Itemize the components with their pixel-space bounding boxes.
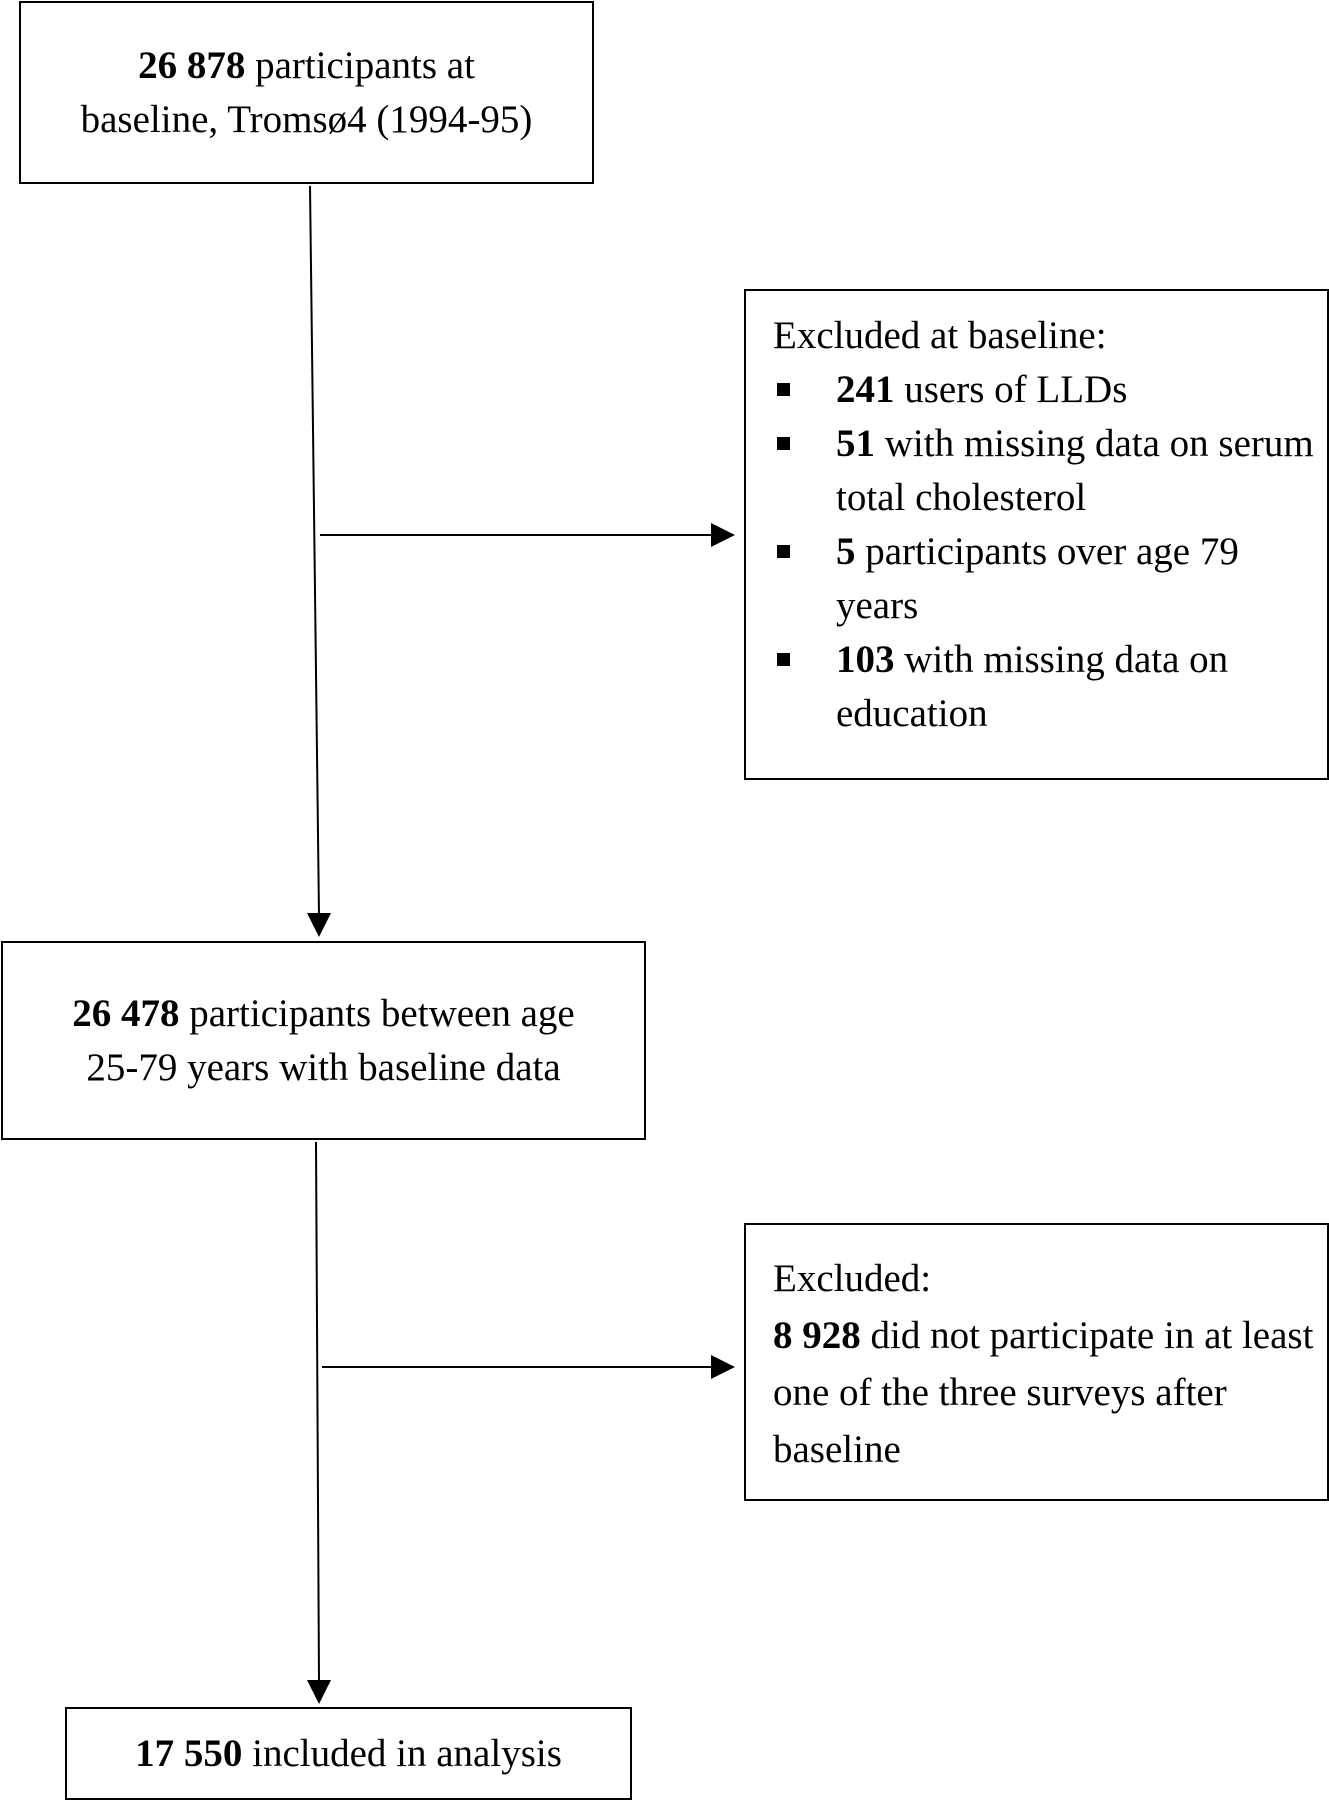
excluded-item-education: 103 with missing data on education xyxy=(773,633,1327,741)
arrow-eligible-to-included xyxy=(315,1141,320,1683)
eligible-line2: 25-79 years with baseline data xyxy=(86,1045,561,1089)
excluded-baseline-heading: Excluded at baseline: xyxy=(773,314,1107,357)
baseline-count: 26 878 xyxy=(138,43,246,87)
excluded-item-text: with missing data on education xyxy=(836,638,1229,735)
excluded-baseline-list: 241 users of LLDs 51 with missing data o… xyxy=(773,363,1327,741)
included-description: included in analysis xyxy=(242,1731,562,1775)
eligible-participants-text: 26 478 participants between age 25-79 ye… xyxy=(72,987,575,1095)
excluded-item-age: 5 participants over age 79 years xyxy=(773,525,1327,633)
baseline-participants-box: 26 878 participants at baseline, Tromsø4… xyxy=(19,1,594,184)
arrowhead-included xyxy=(307,1680,331,1704)
included-count: 17 550 xyxy=(135,1731,243,1775)
eligible-participants-box: 26 478 participants between age 25-79 ye… xyxy=(1,941,646,1140)
excluded-item-text: with missing data on serum total cholest… xyxy=(836,422,1314,519)
excluded-item-text: participants over age 79 years xyxy=(836,530,1239,627)
excluded-item-cholesterol: 51 with missing data on serum total chol… xyxy=(773,417,1327,525)
arrowhead-excluded-followup xyxy=(711,1355,735,1379)
bullet-square-icon xyxy=(777,437,790,450)
arrowhead-excluded-baseline xyxy=(711,523,735,547)
excluded-followup-count: 8 928 xyxy=(773,1314,861,1357)
arrowhead-eligible xyxy=(307,913,331,937)
baseline-line2: baseline, Tromsø4 (1994-95) xyxy=(80,97,533,141)
baseline-participants-text: 26 878 participants at baseline, Tromsø4… xyxy=(81,39,533,147)
excluded-item-count: 5 xyxy=(836,530,856,573)
excluded-item-text: users of LLDs xyxy=(894,368,1128,411)
excluded-followup-heading: Excluded: xyxy=(773,1257,932,1300)
excluded-followup-box: Excluded: 8 928 did not participate in a… xyxy=(744,1223,1329,1501)
baseline-line1: participants at xyxy=(245,43,475,87)
eligible-line1: participants between age xyxy=(179,991,575,1035)
excluded-at-baseline-box: Excluded at baseline: 241 users of LLDs … xyxy=(744,289,1329,780)
bullet-square-icon xyxy=(777,545,790,558)
excluded-item-count: 241 xyxy=(836,368,895,411)
excluded-item-count: 103 xyxy=(836,638,895,681)
excluded-item-count: 51 xyxy=(836,422,875,465)
bullet-square-icon xyxy=(777,383,790,396)
included-in-analysis-box: 17 550 included in analysis xyxy=(65,1707,632,1800)
bullet-square-icon xyxy=(777,653,790,666)
excluded-item-llds: 241 users of LLDs xyxy=(773,363,1327,417)
excluded-followup-description: did not participate in at least one of t… xyxy=(773,1314,1314,1471)
arrow-baseline-to-eligible xyxy=(309,185,320,917)
excluded-followup-text: Excluded: 8 928 did not participate in a… xyxy=(773,1250,1327,1478)
included-text: 17 550 included in analysis xyxy=(135,1727,562,1781)
eligible-count: 26 478 xyxy=(72,991,180,1035)
